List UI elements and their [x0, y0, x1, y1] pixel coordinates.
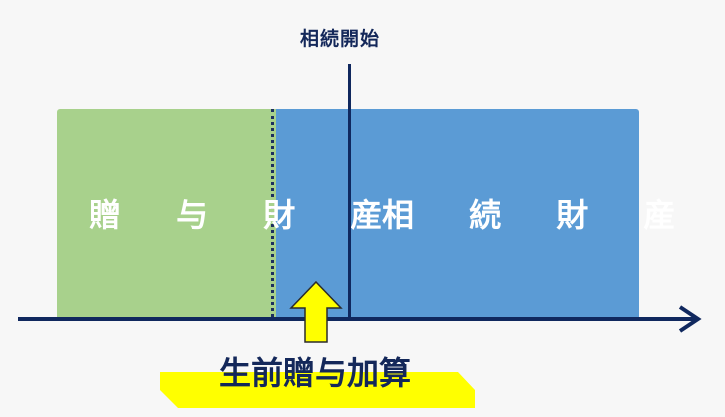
arrow-up-icon — [289, 280, 343, 343]
inherited-property-label: 相 続 財 産 — [382, 196, 698, 234]
arrow-right-icon — [678, 305, 702, 333]
inheritance-start-label: 相続開始 — [300, 28, 381, 50]
inheritance-start-line — [348, 64, 351, 320]
inheritance-property-block — [276, 109, 639, 317]
gift-property-label: 贈 与 財 産 — [89, 196, 405, 234]
gift-property-block — [57, 109, 276, 317]
pre-death-gift-addition-label: 生前贈与加算 — [219, 354, 412, 392]
addition-highlight-marker — [160, 372, 475, 408]
gift-boundary-dotted-line — [271, 109, 274, 317]
